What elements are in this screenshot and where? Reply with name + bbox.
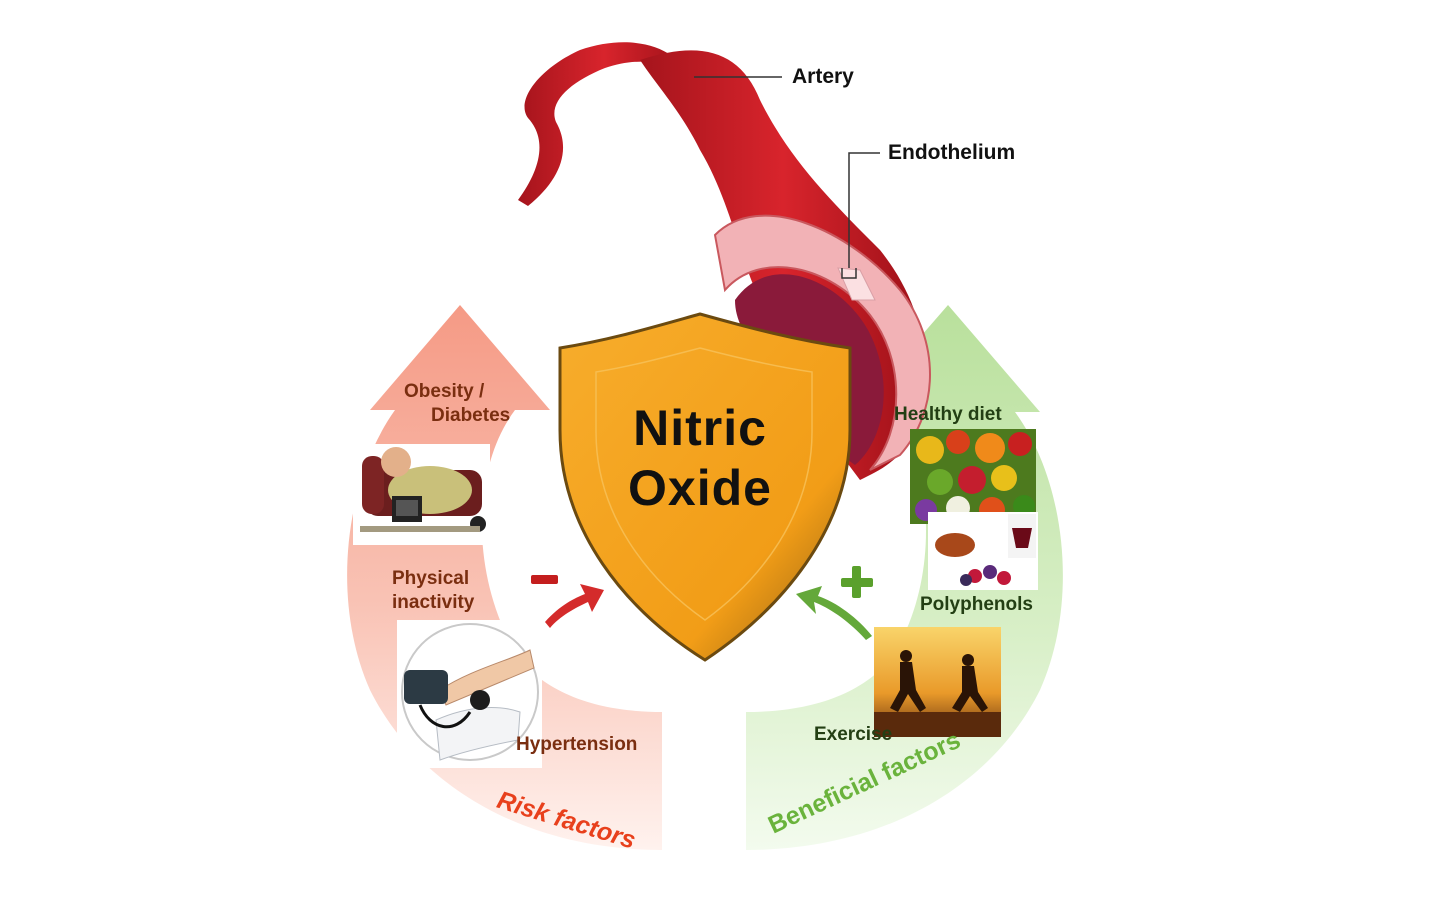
artery-label: Artery: [792, 65, 854, 88]
risk-arrow: [545, 584, 604, 628]
exercise-label: Exercise: [814, 724, 893, 745]
obesity-illustration: [353, 444, 490, 545]
minus-sign: [531, 575, 558, 584]
nitric-oxide-shield: [558, 312, 852, 662]
artery-cross-section: [713, 214, 931, 471]
endothelium-layer: [837, 267, 876, 301]
inactivity-label-line-1: Physical: [392, 568, 470, 589]
inactivity-label-line-2: inactivity: [392, 592, 475, 613]
healthy-diet-label: Healthy diet: [894, 404, 1002, 425]
runners-sunset-photo: [874, 627, 1001, 737]
endothelium-label: Endothelium: [888, 141, 1016, 164]
artery-vessel: [518, 42, 690, 207]
hypertension-label: Hypertension: [516, 734, 638, 755]
fruits-vegetables-photo: [910, 429, 1036, 524]
obesity-label-line-1: Obesity /: [404, 381, 485, 402]
nitric-oxide-title: Nitric Oxide: [560, 398, 840, 518]
plus-sign: [841, 566, 873, 598]
shield-inner-border: [595, 347, 813, 621]
title-line-2: Oxide: [628, 460, 772, 516]
tea-wine-berries-photo: [928, 512, 1038, 590]
blood-pressure-cuff-illustration: [397, 620, 542, 768]
obesity-label-line-2: Diabetes: [431, 405, 511, 426]
title-line-1: Nitric: [633, 400, 767, 456]
polyphenols-label: Polyphenols: [920, 594, 1033, 615]
beneficial-arrow: [796, 586, 872, 640]
